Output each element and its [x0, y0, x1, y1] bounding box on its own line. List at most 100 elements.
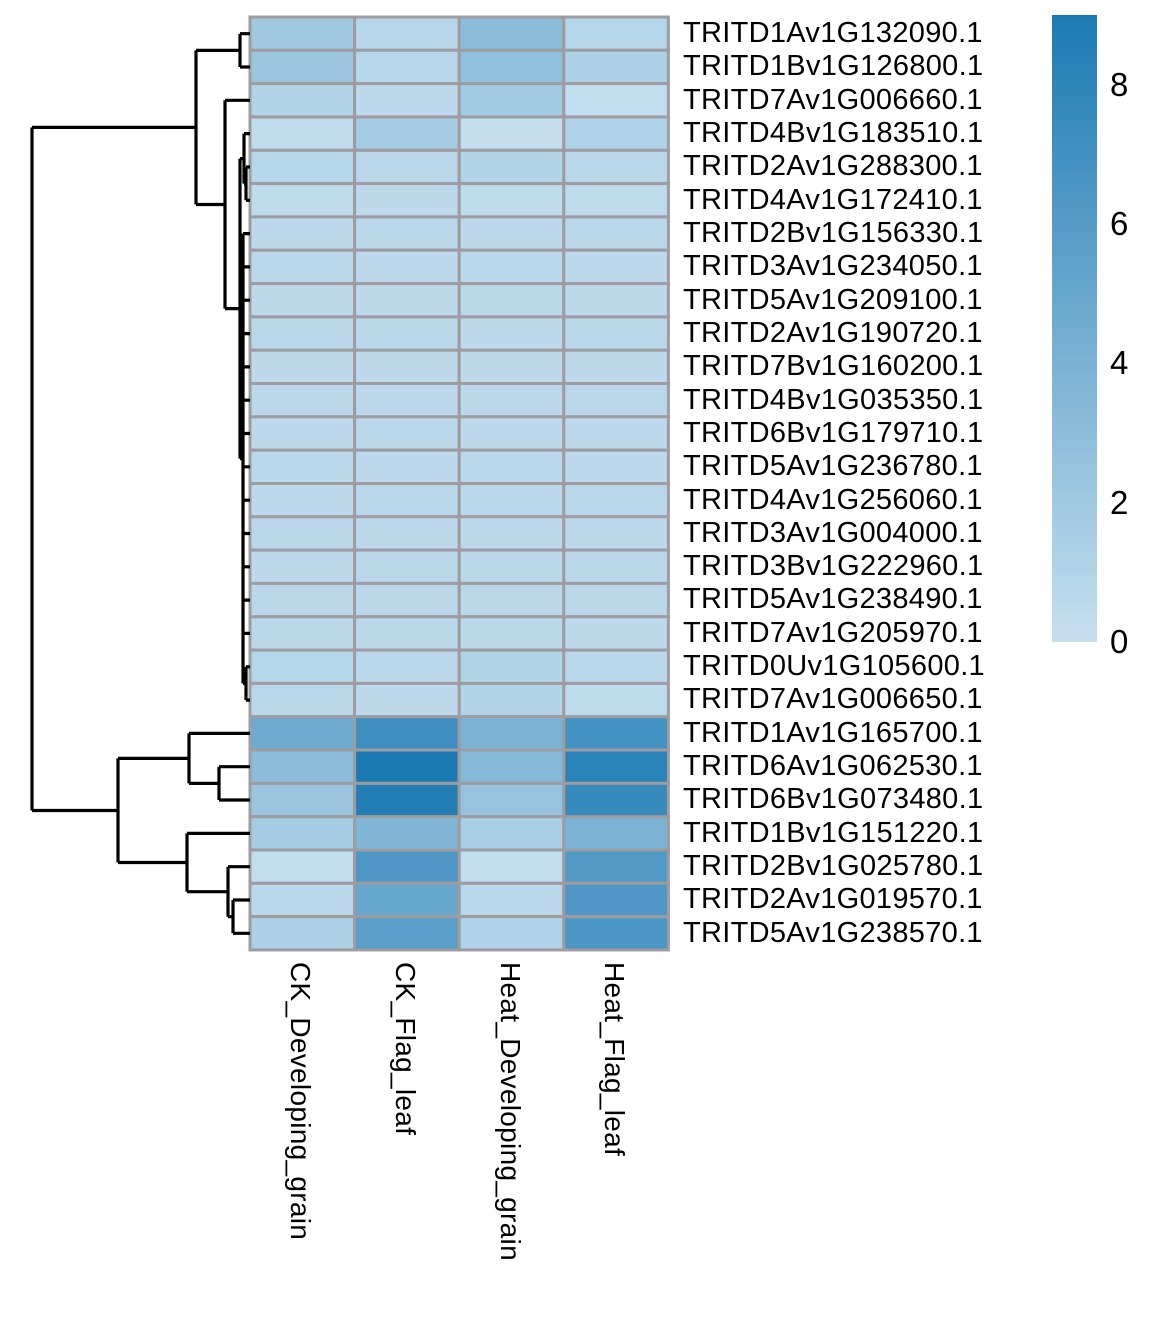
heatmap-cell — [562, 648, 670, 685]
col-label: CK_Flag_leaf — [389, 962, 421, 1136]
legend-tick-label: 4 — [1110, 344, 1129, 382]
heatmap-cell — [353, 82, 461, 119]
heatmap-cell — [562, 581, 670, 619]
row-label: TRITD2Av1G190720.1 — [683, 316, 983, 349]
heatmap-cell — [457, 781, 566, 819]
heatmap-cell — [248, 615, 357, 652]
heatmap-cell — [562, 148, 670, 186]
heatmap-cell — [562, 715, 670, 752]
heatmap-cell — [353, 681, 461, 719]
legend-tick-label: 0 — [1110, 623, 1129, 660]
heatmap-cell — [248, 82, 357, 119]
heatmap-cell — [353, 748, 461, 785]
heatmap-cell — [562, 915, 670, 952]
legend-tick-label: 2 — [1110, 483, 1129, 521]
heatmap-cell — [353, 548, 461, 585]
row-label: TRITD4Av1G256060.1 — [683, 483, 983, 516]
heatmap-cell — [457, 815, 566, 852]
heatmap-cell — [457, 848, 566, 885]
row-label: TRITD2Bv1G156330.1 — [683, 217, 984, 250]
legend-tick-label: 6 — [1110, 205, 1129, 242]
heatmap-cell — [353, 515, 461, 552]
heatmap-cell — [457, 715, 566, 752]
heatmap-cell — [353, 48, 461, 86]
heatmap-cell — [562, 482, 670, 519]
row-label: TRITD6Bv1G073480.1 — [683, 783, 984, 816]
row-label: TRITD0Uv1G105600.1 — [683, 650, 985, 683]
heatmap-cell — [248, 515, 357, 552]
heatmap-cell — [248, 448, 357, 486]
heatmap-cell — [353, 881, 461, 919]
heatmap-cell — [562, 282, 670, 319]
heatmap-cell — [562, 515, 670, 552]
heatmap-cell — [248, 915, 357, 952]
heatmap-cell — [457, 681, 566, 719]
heatmap-cell — [353, 615, 461, 652]
row-label: TRITD7Av1G006660.1 — [683, 83, 983, 116]
heatmap-cell — [248, 881, 357, 919]
col-label: Heat_Developing_grain — [494, 962, 526, 1261]
heatmap-cell — [353, 482, 461, 519]
heatmap-cell — [457, 382, 566, 419]
heatmap-cell — [353, 348, 461, 386]
row-label: TRITD1Bv1G126800.1 — [683, 50, 984, 83]
heatmap-cell — [457, 148, 566, 186]
heatmap-cell — [562, 82, 670, 119]
heatmap-cell — [248, 15, 357, 52]
heatmap-cell — [457, 182, 566, 219]
heatmap-cell — [248, 182, 357, 219]
heatmap-cell — [562, 382, 670, 419]
row-dendrogram — [30, 32, 250, 935]
heatmap-cell — [457, 115, 566, 152]
heatmap-cell — [248, 815, 357, 852]
heatmap-cell — [353, 182, 461, 219]
heatmap-cell — [248, 415, 357, 452]
heatmap-cell — [562, 815, 670, 852]
col-label: Heat_Flag_leaf — [599, 962, 631, 1157]
heatmap-cell — [353, 248, 461, 286]
heatmap-cell — [248, 548, 357, 585]
heatmap-cell — [248, 215, 357, 252]
heatmap-cell — [248, 648, 357, 685]
heatmap-cell — [457, 48, 566, 86]
heatmap-cell — [457, 448, 566, 486]
heatmap-cell — [248, 248, 357, 286]
row-label: TRITD1Av1G165700.1 — [683, 716, 983, 749]
row-label: TRITD4Bv1G035350.1 — [683, 383, 984, 416]
heatmap-cell — [562, 348, 670, 386]
row-label: TRITD1Bv1G151220.1 — [683, 816, 984, 849]
heatmap-cell — [562, 748, 670, 785]
row-label: TRITD5Av1G209100.1 — [683, 283, 983, 316]
heatmap-cell — [457, 615, 566, 652]
heatmap-cell — [248, 715, 357, 752]
heatmap-cell — [248, 482, 357, 519]
heatmap-cell — [353, 15, 461, 52]
heatmap-cell — [457, 581, 566, 619]
heatmap-cell — [457, 215, 566, 252]
heatmap-cell — [457, 15, 566, 52]
heatmap-cell — [457, 515, 566, 552]
heatmap-cell — [353, 781, 461, 819]
heatmap-cell — [457, 548, 566, 585]
heatmap-cell — [353, 648, 461, 685]
heatmap-cell — [562, 315, 670, 352]
row-label: TRITD7Bv1G160200.1 — [683, 350, 984, 383]
row-label: TRITD2Av1G288300.1 — [683, 150, 983, 183]
heatmap-cell — [248, 681, 357, 719]
heatmap-cell — [457, 248, 566, 286]
row-label: TRITD5Av1G238490.1 — [683, 583, 983, 616]
heatmap-cell — [248, 315, 357, 352]
heatmap-cell — [562, 448, 670, 486]
row-label: TRITD1Av1G132090.1 — [683, 17, 983, 50]
heatmap-cell — [353, 315, 461, 352]
legend-tick-label: 8 — [1110, 65, 1129, 103]
heatmap-cell — [562, 182, 670, 219]
heatmap-cell — [353, 148, 461, 186]
heatmap-cell — [457, 748, 566, 785]
heatmap-cell — [248, 282, 357, 319]
heatmap-cell — [562, 48, 670, 86]
heatmap-cell — [248, 48, 357, 86]
heatmap-cell — [562, 248, 670, 286]
